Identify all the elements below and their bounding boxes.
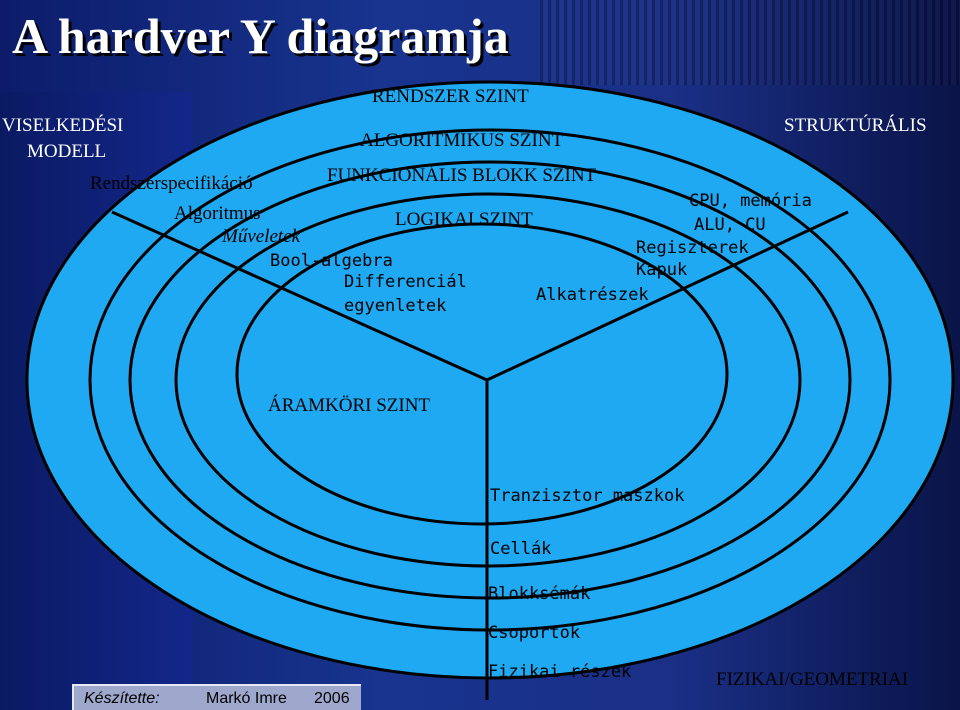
behavioral-bool: Bool-algebra	[270, 251, 393, 271]
structural-parts: Alkatrészek	[536, 285, 649, 305]
structural-header: STRUKTÚRÁLIS	[784, 115, 927, 136]
level-logic: LOGIKAI SZINT	[395, 209, 533, 230]
behavioral-header-line2: MODELL	[27, 141, 107, 162]
axis-structural	[486, 210, 849, 382]
slide-title: A hardver Y diagramja	[12, 8, 509, 64]
behavioral-algorithm: Algoritmus	[174, 203, 261, 224]
behavioral-diff-line1: Differenciál	[344, 272, 467, 292]
physical-parts: Fizikai részek	[488, 662, 632, 682]
structural-alu: ALU, CU	[694, 215, 766, 235]
level-functional: FUNKCIONÁLIS BLOKK SZINT	[327, 165, 597, 186]
level-algorithmic: ALGORITMIKUS SZINT	[360, 130, 564, 151]
credit-author: Markó Imre	[206, 690, 287, 707]
structural-registers: Regiszterek	[636, 238, 749, 258]
physical-block-schemes: Blokksémák	[488, 584, 591, 604]
credit-prefix: Készítette:	[84, 690, 160, 707]
credit-box: Készítette: Markó Imre 2006	[72, 684, 361, 710]
physical-groups: Csoportok	[488, 623, 581, 643]
physical-masks: Tranzisztor maszkok	[490, 486, 685, 506]
level-system: RENDSZER SZINT	[372, 86, 529, 107]
physical-header: FIZIKAI/GEOMETRIAI	[716, 669, 909, 690]
behavioral-spec: Rendszerspecifikáció	[90, 173, 253, 194]
background-stripes	[540, 0, 960, 85]
axis-behavioral	[111, 210, 488, 382]
ring-circuit	[235, 222, 729, 526]
structural-gates: Kapuk	[636, 260, 688, 280]
y-axes	[111, 210, 849, 700]
structural-cpu: CPU, memória	[689, 191, 812, 211]
behavioral-header-line1: VISELKEDÉSI	[2, 115, 124, 136]
behavioral-diff-line2: egyenletek	[344, 296, 447, 316]
credit-year: 2006	[314, 690, 350, 707]
physical-cells: Cellák	[490, 539, 552, 559]
behavioral-operations: Műveletek	[222, 226, 301, 247]
level-circuit: ÁRAMKÖRI SZINT	[268, 395, 431, 416]
